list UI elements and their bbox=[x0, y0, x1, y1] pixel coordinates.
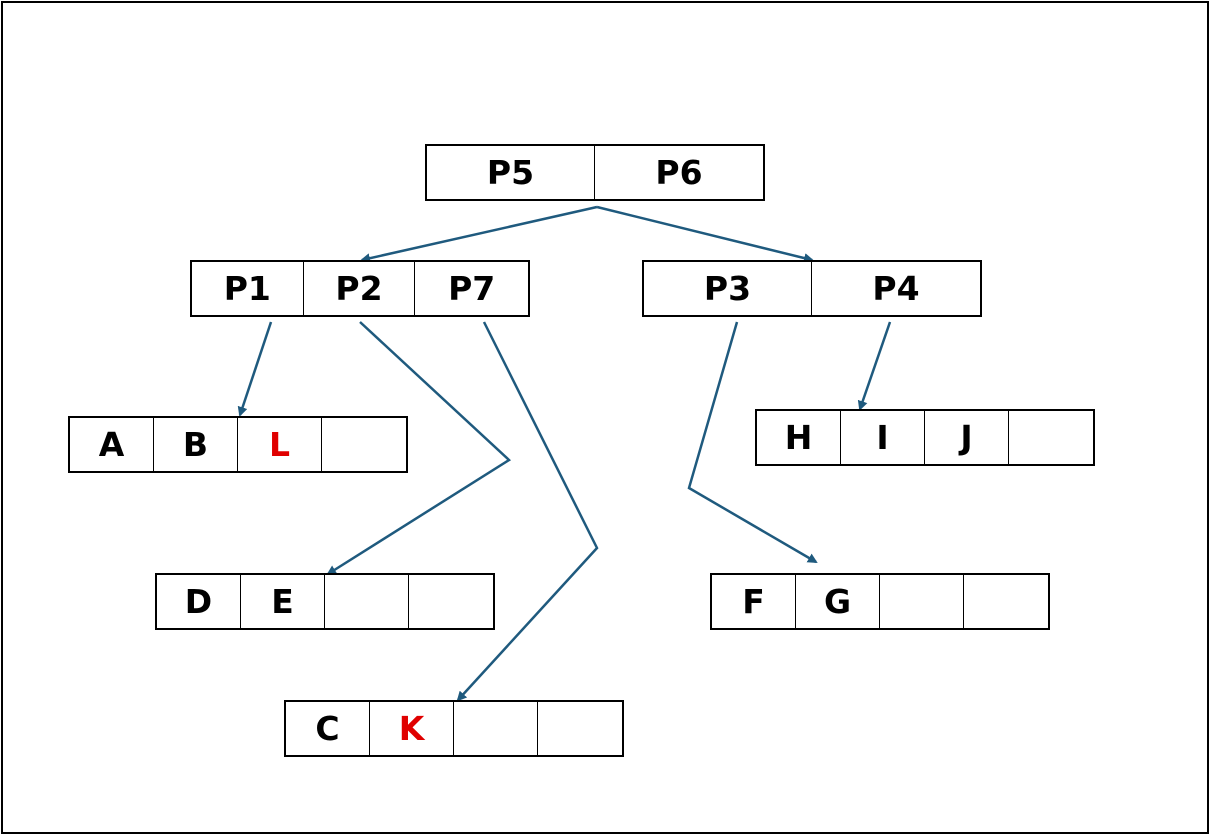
leaf-cell: I bbox=[841, 411, 925, 464]
edge-p7-to-ck bbox=[456, 321, 599, 702]
leaf-cell: A bbox=[70, 418, 154, 471]
leaf-cell: C bbox=[286, 702, 370, 755]
leaf-cell: D bbox=[157, 575, 241, 628]
edge-p3-to-fg bbox=[687, 321, 818, 564]
leaf-cell-highlighted: K bbox=[370, 702, 454, 755]
left-internal-node: P1 P2 P7 bbox=[190, 260, 530, 317]
edge-root-to-left bbox=[360, 205, 598, 264]
leaf-node-abl: A B L bbox=[68, 416, 408, 473]
leaf-cell-empty bbox=[409, 575, 493, 628]
leaf-node-ck: C K bbox=[284, 700, 624, 757]
leaf-cell: G bbox=[796, 575, 880, 628]
edge-p4-to-hij bbox=[857, 321, 892, 411]
right-internal-node: P3 P4 bbox=[642, 260, 982, 317]
leaf-node-de: D E bbox=[155, 573, 495, 630]
edge-p1-to-abl bbox=[237, 321, 273, 417]
edge-root-to-right bbox=[596, 205, 814, 263]
leaf-node-hij: H I J bbox=[755, 409, 1095, 466]
leaf-cell: H bbox=[757, 411, 841, 464]
left-cell-p7: P7 bbox=[448, 269, 496, 308]
leaf-cell-highlighted: L bbox=[238, 418, 322, 471]
left-cell-p1: P1 bbox=[192, 262, 304, 315]
leaf-cell: B bbox=[154, 418, 238, 471]
leaf-node-fg: F G bbox=[710, 573, 1050, 630]
right-cell-p3: P3 bbox=[644, 262, 812, 315]
leaf-cell-empty bbox=[964, 575, 1048, 628]
leaf-cell-empty bbox=[454, 702, 538, 755]
leaf-cell: F bbox=[712, 575, 796, 628]
right-cell-p4: P4 bbox=[872, 269, 920, 308]
leaf-cell: J bbox=[925, 411, 1009, 464]
root-cell-p6: P6 bbox=[655, 153, 703, 192]
edge-p2-to-de bbox=[326, 321, 512, 576]
leaf-cell-empty bbox=[538, 702, 622, 755]
leaf-cell-empty bbox=[880, 575, 964, 628]
leaf-cell-empty bbox=[322, 418, 406, 471]
left-cell-p2: P2 bbox=[304, 262, 416, 315]
root-node: P5 P6 bbox=[425, 144, 765, 201]
leaf-cell: E bbox=[241, 575, 325, 628]
root-cell-p5: P5 bbox=[427, 146, 595, 199]
leaf-cell-empty bbox=[1009, 411, 1093, 464]
leaf-cell-empty bbox=[325, 575, 409, 628]
